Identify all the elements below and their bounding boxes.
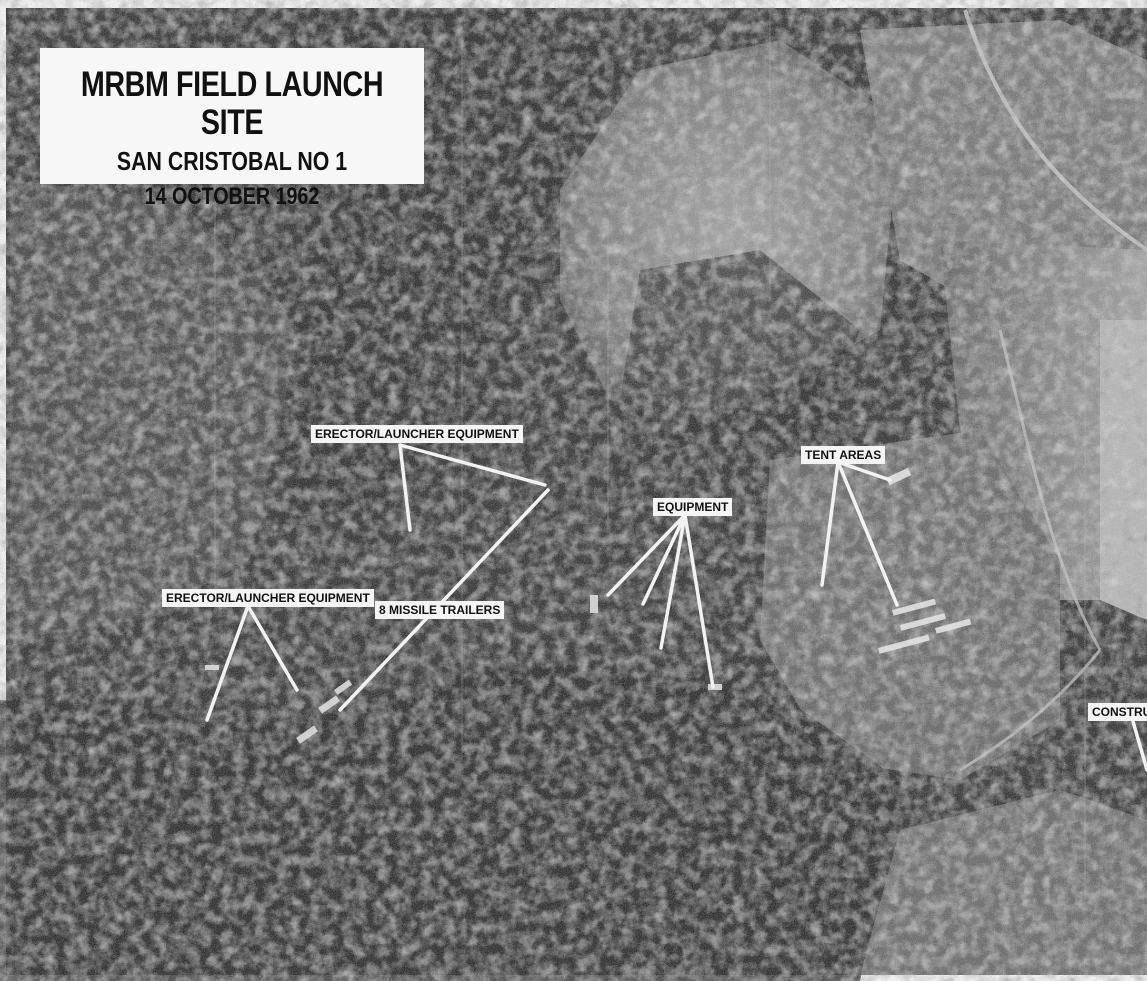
caption-site-name: SAN CRISTOBAL NO 1 [116, 146, 348, 176]
leader-equipment-3 [659, 513, 687, 650]
caption-title: MRBM FIELD LAUNCH SITE [80, 65, 384, 142]
leader-upper-erector-1 [398, 443, 547, 487]
leader-equipment-2 [641, 513, 687, 606]
photo-caption-box: MRBM FIELD LAUNCH SITE SAN CRISTOBAL NO … [40, 48, 424, 210]
label-construction: CONSTRUCT [1088, 703, 1147, 721]
label-missile-trailers: 8 MISSILE TRAILERS [375, 601, 505, 619]
leader-missile-trailers [338, 488, 550, 712]
leader-tents-3 [836, 460, 892, 482]
leader-tents-2 [836, 460, 899, 607]
leader-equipment-4 [683, 513, 715, 689]
leader-construction [1130, 716, 1147, 772]
leader-lower-erector-2 [246, 604, 299, 692]
leader-equipment-1 [606, 513, 687, 597]
caption-date: 14 OCTOBER 1962 [144, 183, 320, 210]
leader-lower-erector-1 [205, 604, 250, 722]
label-tent-areas: TENT AREAS [801, 446, 886, 464]
label-erector-launcher-lower: ERECTOR/LAUNCHER EQUIPMENT [162, 589, 374, 607]
leader-upper-erector-2 [398, 443, 412, 532]
label-equipment: EQUIPMENT [653, 498, 733, 516]
label-erector-launcher-upper: ERECTOR/LAUNCHER EQUIPMENT [311, 425, 523, 443]
leader-tents-1 [820, 460, 840, 587]
